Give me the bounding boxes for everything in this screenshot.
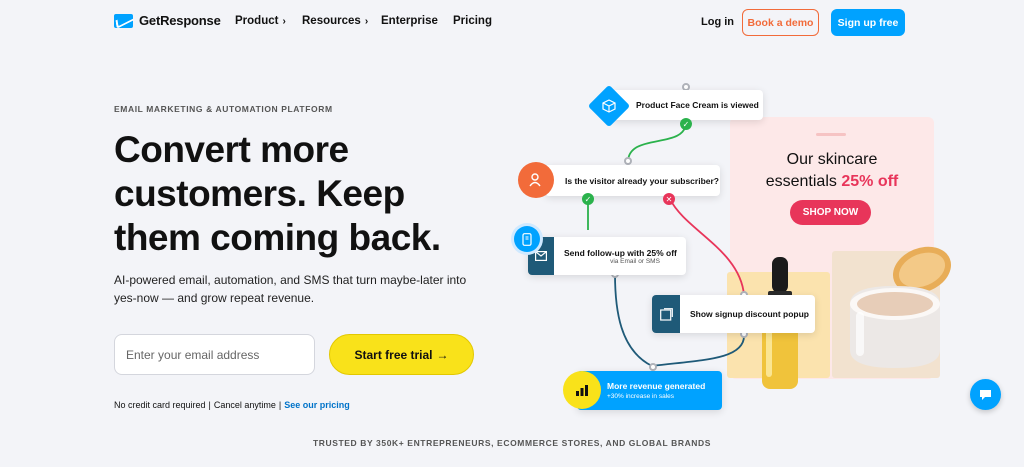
chat-widget-button[interactable] [970,379,1001,410]
flow-card-followup-sub: via Email or SMS [610,257,660,265]
fineprint: No credit card required | Cancel anytime… [114,400,350,410]
flow-card-popup-label: Show signup discount popup [690,309,809,319]
shop-now-button[interactable]: SHOP NOW [790,200,871,225]
separator: | [278,400,282,410]
flow-card-revenue: More revenue generated +30% increase in … [577,371,722,410]
cross-icon: ✕ [663,193,675,205]
headline-line-3: them coming back. [114,217,441,258]
nav-product[interactable]: Product › [235,15,286,27]
see-pricing-link[interactable]: See our pricing [284,400,350,410]
logo-text: GetResponse [139,13,221,28]
flow-card-trigger: Product Face Cream is viewed [612,90,763,120]
flow-card-revenue-sub: +30% increase in sales [607,393,675,400]
headline-line-2: customers. Keep [114,173,405,214]
nav-product-label: Product [235,15,279,27]
nav-resources[interactable]: Resources › [302,15,368,27]
hero-eyebrow: EMAIL MARKETING & AUTOMATION PLATFORM [114,104,333,114]
promo-line-1: Our skincare [786,151,878,168]
hero-subheadline: AI-powered email, automation, and SMS th… [114,273,467,305]
flow-connector-dot [624,157,632,165]
promo-handle [816,133,846,136]
start-free-trial-label: Start free trial [354,347,433,362]
flow-card-condition-label: Is the visitor already your subscriber? [565,175,720,186]
flow-card-followup: Send follow-up with 25% off via Email or… [528,237,686,275]
popup-window-icon [652,295,680,333]
check-icon: ✓ [582,193,594,205]
headline-line-1: Convert more [114,129,349,170]
no-credit-card-text: No credit card required [114,400,206,410]
nav-enterprise-label: Enterprise [381,15,438,27]
user-check-icon [518,162,554,198]
nav-pricing[interactable]: Pricing [453,15,492,27]
mobile-icon [514,226,540,252]
flow-card-trigger-label: Product Face Cream is viewed [636,100,759,110]
nav-pricing-label: Pricing [453,15,492,27]
start-free-trial-button[interactable]: Start free trial → [329,334,474,375]
hero-headline: Convert more customers. Keep them coming… [114,128,494,260]
nav-enterprise[interactable]: Enterprise [381,15,438,27]
nav-resources-label: Resources [302,15,361,27]
promo-title: Our skincare essentials 25% off [738,149,926,193]
cancel-anytime-text: Cancel anytime [213,400,276,410]
logo[interactable]: GetResponse [114,13,221,28]
chevron-right-icon: › [364,15,369,27]
flow-card-revenue-title: More revenue generated [607,381,706,391]
top-nav: GetResponse Product › Resources › Enterp… [0,0,1024,44]
arrow-right-icon: → [436,347,449,362]
trusted-by-text: TRUSTED BY 350K+ ENTREPRENEURS, ECOMMERC… [312,438,712,448]
check-icon: ✓ [680,118,692,130]
chat-bubble-icon [980,389,991,400]
envelope-logo-icon [114,13,133,28]
flow-card-followup-title: Send follow-up with 25% off [564,247,677,258]
promo-line-2: essentials [765,173,837,190]
email-input[interactable] [114,334,315,375]
flow-connector-dot [649,363,657,371]
chevron-right-icon: › [282,15,286,27]
login-link[interactable]: Log in [701,16,734,28]
cube-icon [587,84,631,128]
bar-chart-icon [563,371,601,409]
book-demo-button[interactable]: Book a demo [742,9,819,36]
separator: | [208,400,211,410]
flow-card-condition: Is the visitor already your subscriber? [545,165,720,196]
promo-discount: 25% off [841,173,899,190]
cream-jar-image [850,246,952,368]
signup-button[interactable]: Sign up free [831,9,905,36]
